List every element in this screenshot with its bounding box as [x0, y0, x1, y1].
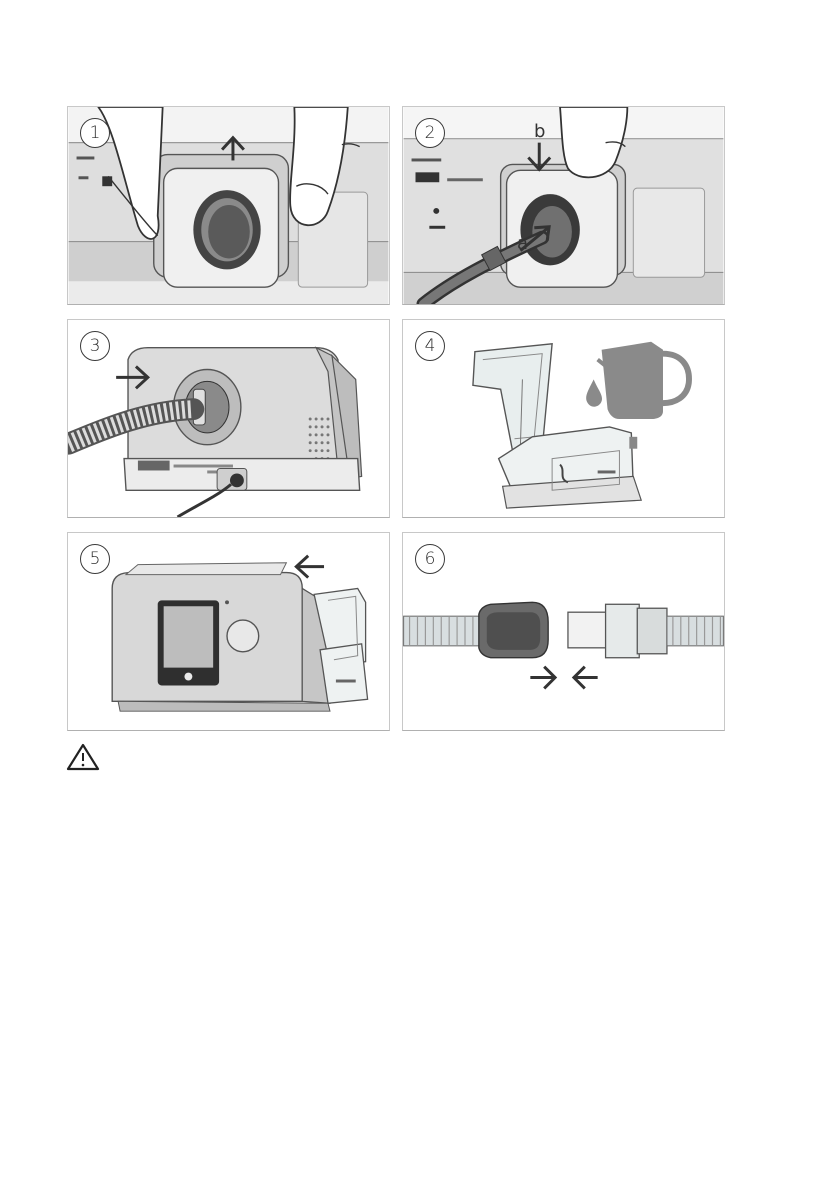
- step-4-illustration: [403, 320, 724, 517]
- warning-triangle-icon: [66, 743, 100, 771]
- step-3-panel: 3: [67, 319, 390, 518]
- step-3-illustration: [68, 320, 389, 517]
- step-4-panel: 4: [402, 319, 725, 518]
- step-5-illustration: [68, 533, 389, 730]
- home-icon: [184, 673, 192, 681]
- step-number: 1: [80, 118, 110, 148]
- step-number: 2: [415, 118, 445, 148]
- step-6-illustration: [403, 533, 724, 730]
- step-2-illustration: [403, 107, 724, 304]
- step-6-panel: 6: [402, 532, 725, 731]
- step-2-panel: 2 a b: [402, 106, 725, 305]
- step-1-panel: 1: [67, 106, 390, 305]
- step-1-illustration: [68, 107, 389, 304]
- step-number: 4: [415, 331, 445, 361]
- step-number: 3: [80, 331, 110, 361]
- step-number: 6: [415, 544, 445, 574]
- callout-a: a: [517, 233, 528, 254]
- step-5-panel: 5: [67, 532, 390, 731]
- callout-b: b: [534, 121, 545, 142]
- step-number: 5: [80, 544, 110, 574]
